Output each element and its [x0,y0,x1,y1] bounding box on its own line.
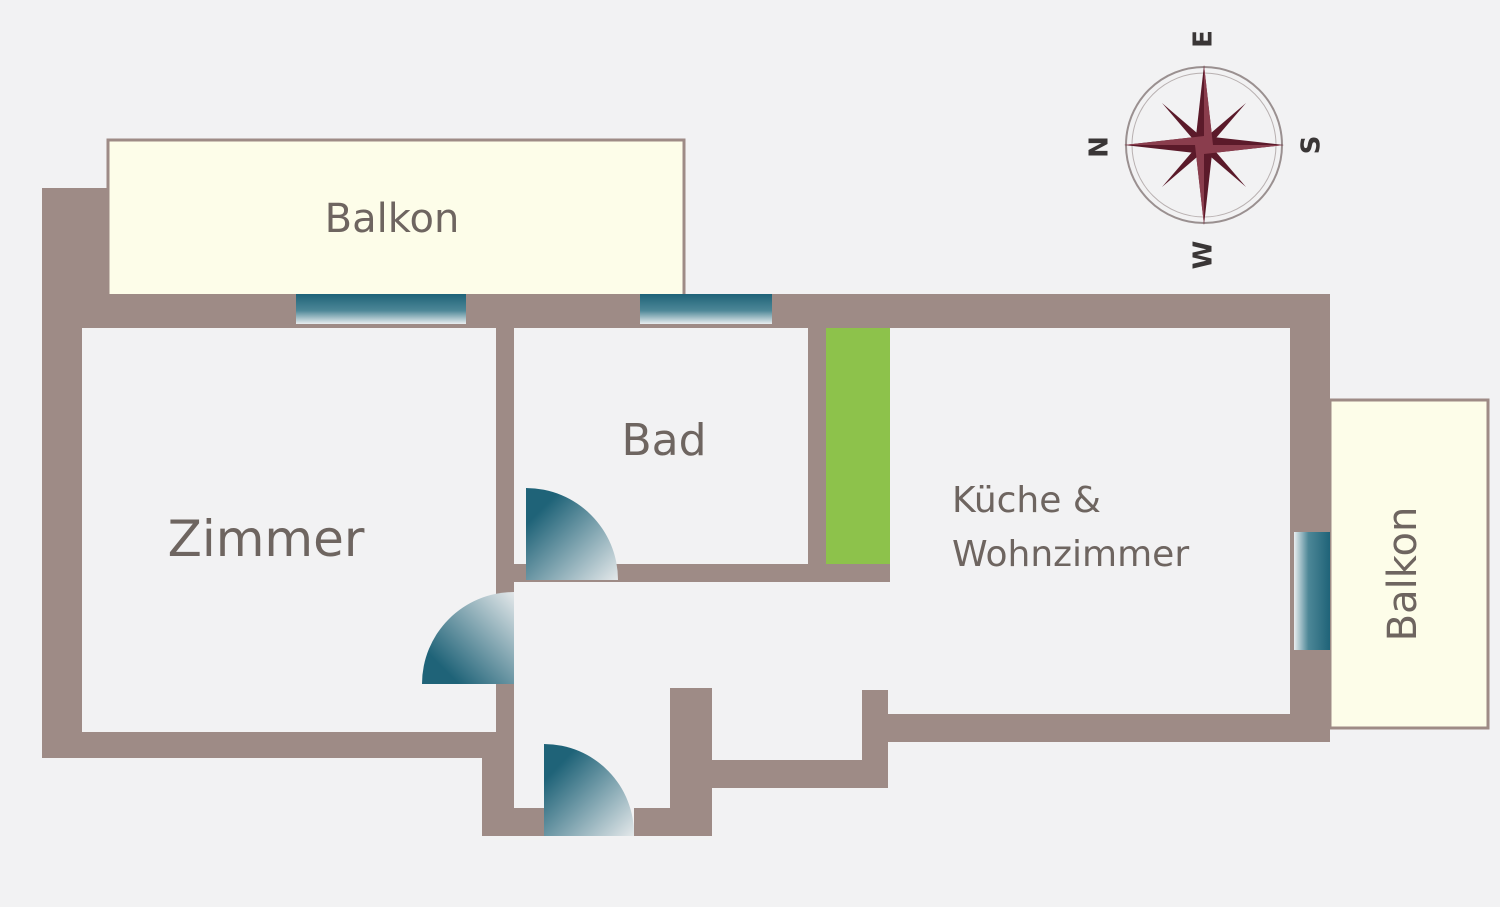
label-kitchen-line1: Küche & [952,480,1101,521]
compass-west: W [1189,241,1219,270]
label-balcony-top: Balkon [325,196,460,242]
door-zimmer [422,592,514,684]
label-zimmer: Zimmer [168,510,365,568]
compass-north: N [1085,136,1115,158]
kitchen-counter [826,328,890,564]
window-bad [640,294,772,324]
window-kitchen [1294,532,1330,650]
door-entrance [544,744,635,836]
balcony-right [1328,398,1490,730]
compass-rose: E W N S [1085,30,1327,269]
label-bad: Bad [621,415,706,466]
balcony-top [106,138,686,298]
compass-south: S [1297,136,1327,155]
label-balcony-right: Balkon [1380,507,1426,642]
compass-east: E [1189,30,1219,48]
label-kitchen-line2: Wohnzimmer [952,534,1189,575]
window-zimmer [296,294,466,324]
door-bad [526,488,618,580]
